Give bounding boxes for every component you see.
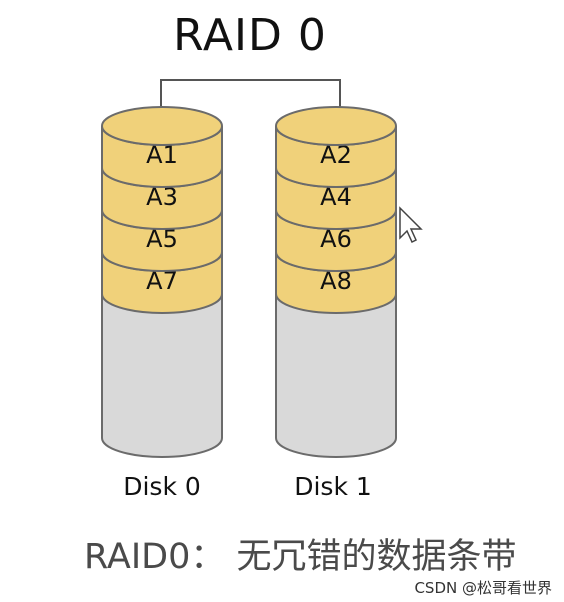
disk-0-top-cap (101, 106, 223, 146)
title-connector (160, 79, 341, 120)
watermark: CSDN @松哥看世界 (414, 579, 552, 597)
diagram-title: RAID 0 (173, 10, 327, 61)
disk-0-label: Disk 0 (123, 472, 201, 501)
disk-1-empty-space (275, 293, 397, 458)
mouse-cursor-icon (399, 206, 423, 244)
disk-1-label: Disk 1 (294, 472, 372, 501)
disk-0-empty-space (101, 293, 223, 458)
caption: RAID0： 无冗错的数据条带 (84, 537, 517, 577)
disk-1-top-cap (275, 106, 397, 146)
